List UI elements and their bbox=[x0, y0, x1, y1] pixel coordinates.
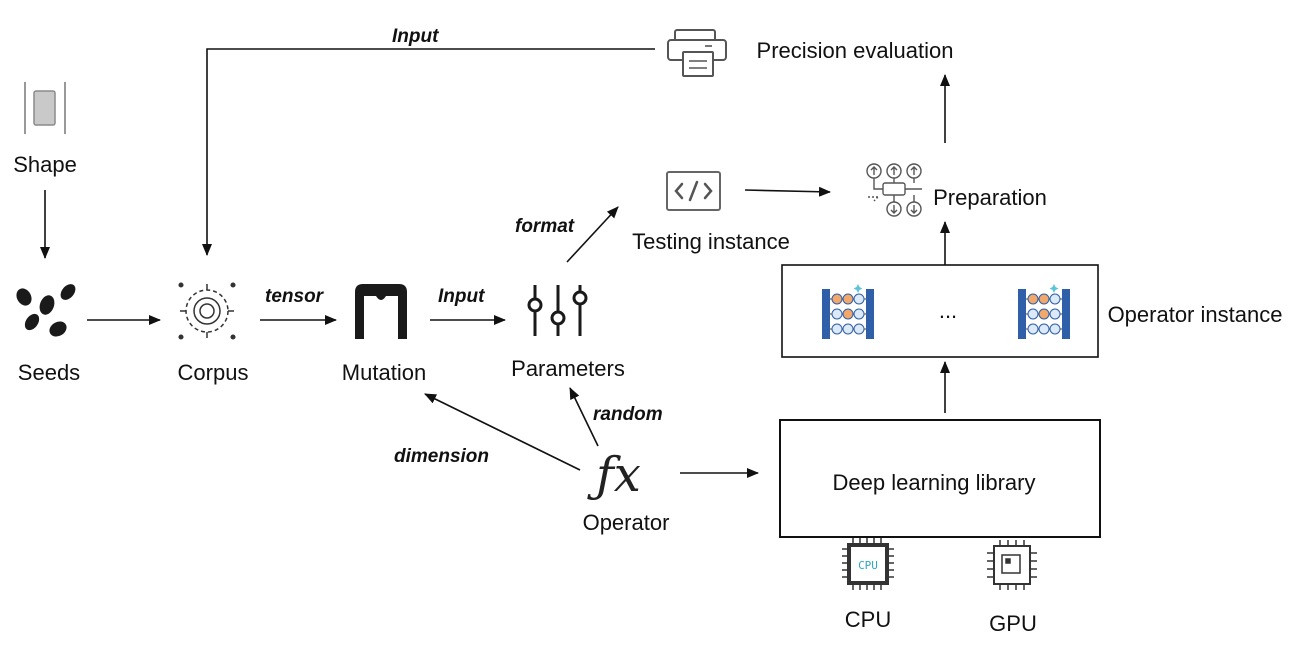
abacus-icon bbox=[822, 284, 874, 339]
operator-instance-ellipsis: ... bbox=[939, 298, 957, 323]
operator-instance-label: Operator instance bbox=[1108, 302, 1283, 327]
edge-label-tensor: tensor bbox=[265, 286, 325, 307]
edge-label-dimension: dimension bbox=[394, 446, 489, 467]
seeds-icon bbox=[16, 284, 76, 337]
mutation-label: Mutation bbox=[342, 360, 426, 385]
gear-icon bbox=[178, 282, 236, 340]
gpu-label: GPU bbox=[989, 611, 1037, 636]
code-icon bbox=[666, 171, 721, 211]
arrow-operator-to-parameters bbox=[569, 387, 599, 447]
corpus-label: Corpus bbox=[178, 360, 249, 385]
flow-icon bbox=[866, 163, 922, 217]
deep-learning-library-label: Deep learning library bbox=[833, 470, 1036, 495]
arrow-precision-to-corpus bbox=[202, 48, 655, 256]
operator-label: Operator bbox=[583, 510, 670, 535]
sliders-icon bbox=[527, 285, 588, 336]
cpu-label: CPU bbox=[845, 607, 891, 632]
seeds-label: Seeds bbox=[18, 360, 80, 385]
deep-learning-library-box bbox=[779, 419, 1101, 538]
testing-instance-label: Testing instance bbox=[632, 229, 790, 254]
edge-label-format: format bbox=[515, 216, 575, 237]
parameters-label: Parameters bbox=[511, 356, 625, 381]
arrow-parameters-to-testing bbox=[566, 206, 619, 263]
cpu-icon: CPU bbox=[842, 538, 894, 590]
preparation-label: Preparation bbox=[933, 185, 1047, 210]
mutation-icon bbox=[355, 284, 407, 339]
svg-text:CPU: CPU bbox=[858, 559, 878, 572]
precision-evaluation-label: Precision evaluation bbox=[757, 38, 954, 63]
fx-icon: ƒx bbox=[587, 447, 641, 503]
arrow-operator-to-mutation bbox=[424, 393, 581, 471]
shape-icon bbox=[24, 82, 66, 134]
arrow-testing-to-preparation bbox=[744, 186, 831, 197]
shape-label: Shape bbox=[13, 152, 77, 177]
abacus-icon bbox=[1018, 284, 1070, 339]
arrows bbox=[40, 48, 950, 478]
gpu-icon bbox=[987, 540, 1037, 590]
edge-label-input-top: Input bbox=[392, 26, 439, 47]
edge-label-random: random bbox=[593, 404, 663, 425]
printer-icon bbox=[667, 29, 727, 77]
edge-label-input-mid: Input bbox=[438, 286, 485, 307]
